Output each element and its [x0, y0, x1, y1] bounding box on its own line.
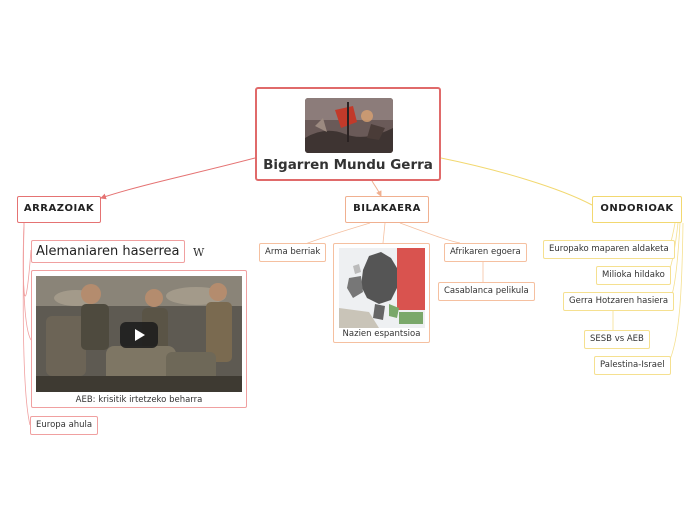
video-thumbnail[interactable]	[36, 276, 242, 392]
subtopic-afrikaren-egoera[interactable]: Afrikaren egoera	[444, 243, 527, 262]
europe-map-image	[339, 248, 425, 328]
play-icon[interactable]	[120, 322, 158, 348]
map-caption: Nazien espantsioa	[342, 329, 421, 339]
subtopic-sesb-vs-aeb[interactable]: SESB vs AEB	[584, 330, 650, 349]
subtopic-casablanca-pelikula[interactable]: Casablanca pelikula	[438, 282, 535, 301]
subtopic-europako-maparen-aldaketa[interactable]: Europako maparen aldaketa	[543, 240, 675, 259]
subtopic-gerra-hotzaren-hasiera[interactable]: Gerra Hotzaren hasiera	[563, 292, 675, 311]
subtopic-aeb-video[interactable]: AEB: krisitik irtetzeko beharra	[31, 270, 247, 408]
subtopic-alemaniaren-haserrea[interactable]: Alemaniaren haserrea	[31, 240, 185, 263]
subtopic-nazien-espantsioa[interactable]: Nazien espantsioa	[333, 243, 430, 343]
subtopic-europa-ahula[interactable]: Europa ahula	[30, 416, 99, 435]
aeb-caption: AEB: krisitik irtetzeko beharra	[75, 395, 203, 405]
subtopic-arma-berriak[interactable]: Arma berriak	[259, 243, 327, 262]
central-title: Bigarren Mundu Gerra	[263, 157, 433, 173]
subtopic-palestina-israel[interactable]: Palestina-Israel	[594, 356, 671, 375]
central-topic[interactable]: Bigarren Mundu Gerra	[255, 87, 441, 181]
wikipedia-icon[interactable]: W	[193, 246, 205, 259]
topic-ondorioak[interactable]: ONDORIOAK	[592, 196, 682, 223]
war-painting-image	[305, 98, 393, 153]
subtopic-milioka-hildako[interactable]: Milioka hildako	[596, 266, 671, 285]
topic-bilakaera[interactable]: BILAKAERA	[345, 196, 429, 223]
topic-arrazoiak[interactable]: ARRAZOIAK	[17, 196, 101, 223]
